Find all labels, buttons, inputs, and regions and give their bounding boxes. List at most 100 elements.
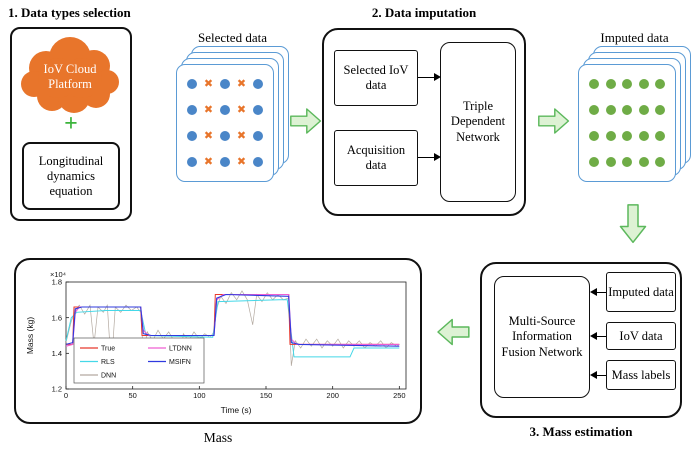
data-grid-row xyxy=(589,131,665,141)
imputed-point-dot xyxy=(589,79,599,89)
imputed-point-dot xyxy=(605,105,616,115)
imputed-point-dot xyxy=(655,131,665,141)
selected-data-stack: ✖✖✖✖✖✖✖✖ xyxy=(176,46,289,182)
triple-dependent-network-box: Triple Dependent Network xyxy=(440,42,516,202)
missing-value-x-icon: ✖ xyxy=(203,77,214,90)
chart-caption: Mass xyxy=(203,430,233,445)
imputed-point-dot xyxy=(638,131,649,141)
imputed-point-dot xyxy=(638,157,649,167)
flow-arrow-right-icon xyxy=(290,108,322,134)
x-axis-label: Time (s) xyxy=(221,405,252,415)
data-point-dot xyxy=(220,105,230,115)
data-point-dot xyxy=(253,105,263,115)
y-exponent-label: ×10⁴ xyxy=(50,270,66,279)
mass-estimation-plot: 0 50 100 150 200 250 1.2 1.4 1.6 1.8×10⁴ Time (s) M… xyxy=(25,270,407,415)
connector-arrow xyxy=(418,153,441,162)
legend-entry-label: RLS xyxy=(101,359,115,366)
data-grid-row xyxy=(589,157,665,167)
imputed-point-dot xyxy=(605,157,616,167)
stage1-heading: 1. Data types selection xyxy=(8,5,131,20)
data-point-dot xyxy=(187,157,197,167)
imputed-data-grid xyxy=(579,65,675,181)
iov-cloud-icon xyxy=(21,37,119,113)
connector-arrow xyxy=(590,332,606,341)
legend-entry-label: MSIFN xyxy=(169,359,191,366)
data-grid-row: ✖✖ xyxy=(187,77,263,90)
imputed-point-dot xyxy=(589,131,599,141)
data-point-dot xyxy=(220,79,230,89)
selected-data-grid: ✖✖✖✖✖✖✖✖ xyxy=(177,65,273,181)
x-tick-label: 50 xyxy=(128,391,136,400)
acquisition-data-box: Acquisition data xyxy=(334,130,418,186)
stage3-heading: 3. Mass estimation xyxy=(529,424,633,439)
selected-data-label: Selected data xyxy=(198,30,267,45)
y-tick-label: 1.8 xyxy=(52,278,62,287)
x-tick-label: 200 xyxy=(326,391,339,400)
plus-sign: + xyxy=(64,111,78,137)
legend-entry-label: LTDNN xyxy=(169,346,192,353)
imputed-point-dot xyxy=(589,157,599,167)
flow-arrow-down-icon xyxy=(619,204,647,244)
imputed-point-dot xyxy=(655,157,665,167)
data-grid-row xyxy=(589,79,665,89)
stack-card-front: ✖✖✖✖✖✖✖✖ xyxy=(176,64,274,182)
missing-value-x-icon: ✖ xyxy=(236,155,247,168)
data-point-dot xyxy=(187,79,197,89)
x-tick-label: 150 xyxy=(260,391,273,400)
data-point-dot xyxy=(187,105,197,115)
x-tick-label: 250 xyxy=(393,391,406,400)
missing-value-x-icon: ✖ xyxy=(236,129,247,142)
imputed-point-dot xyxy=(622,131,632,141)
imputed-point-dot xyxy=(605,131,616,141)
imputed-point-dot xyxy=(622,105,632,115)
connector-arrow xyxy=(418,73,441,82)
fusion-network-box: Multi-Source Information Fusion Network xyxy=(494,276,590,398)
missing-value-x-icon: ✖ xyxy=(203,129,214,142)
input-mass-labels-box: Mass labels xyxy=(606,360,676,390)
data-point-dot xyxy=(187,131,197,141)
missing-value-x-icon: ✖ xyxy=(236,77,247,90)
y-tick-label: 1.2 xyxy=(52,385,62,394)
imputed-point-dot xyxy=(605,79,616,89)
imputed-point-dot xyxy=(638,79,649,89)
missing-value-x-icon: ✖ xyxy=(203,155,214,168)
input-iov-data-box: IoV data xyxy=(606,322,676,350)
legend-entry-label: True xyxy=(101,346,115,353)
x-tick-label: 100 xyxy=(193,391,206,400)
data-point-dot xyxy=(253,131,263,141)
flow-arrow-left-icon xyxy=(437,318,470,346)
y-axis-label: Mass (kg) xyxy=(25,317,35,354)
data-point-dot xyxy=(253,157,263,167)
selected-iov-data-box: Selected IoV data xyxy=(334,50,418,106)
cloud-label: IoV Cloud Platform xyxy=(43,62,97,91)
imputed-point-dot xyxy=(655,105,665,115)
data-grid-row: ✖✖ xyxy=(187,129,263,142)
longitudinal-dynamics-box: Longitudinal dynamics equation xyxy=(22,142,120,210)
connector-arrow xyxy=(590,288,606,297)
data-grid-row xyxy=(589,105,665,115)
data-grid-row: ✖✖ xyxy=(187,155,263,168)
imputed-data-stack xyxy=(578,46,691,182)
missing-value-x-icon: ✖ xyxy=(203,103,214,116)
y-tick-label: 1.6 xyxy=(52,313,62,322)
stage2-heading: 2. Data imputation xyxy=(371,5,477,20)
stack-card-front xyxy=(578,64,676,182)
data-grid-row: ✖✖ xyxy=(187,103,263,116)
connector-arrow xyxy=(590,371,606,380)
imputed-point-dot xyxy=(622,157,632,167)
imputed-point-dot xyxy=(589,105,599,115)
data-point-dot xyxy=(253,79,263,89)
flow-arrow-right-icon xyxy=(538,108,570,134)
data-point-dot xyxy=(220,157,230,167)
series-msifn xyxy=(65,293,400,347)
input-imputed-data-box: Imputed data xyxy=(606,272,676,312)
x-tick-label: 0 xyxy=(64,391,68,400)
data-point-dot xyxy=(220,131,230,141)
y-tick-label: 1.4 xyxy=(52,349,62,358)
imputed-point-dot xyxy=(622,79,632,89)
legend-entry-label: DNN xyxy=(101,373,116,380)
imputed-point-dot xyxy=(638,105,649,115)
imputed-data-label: Imputed data xyxy=(600,30,669,45)
mass-chart: 0 50 100 150 200 250 1.2 1.4 1.6 1.8×10⁴ Time (s) M… xyxy=(24,266,416,416)
